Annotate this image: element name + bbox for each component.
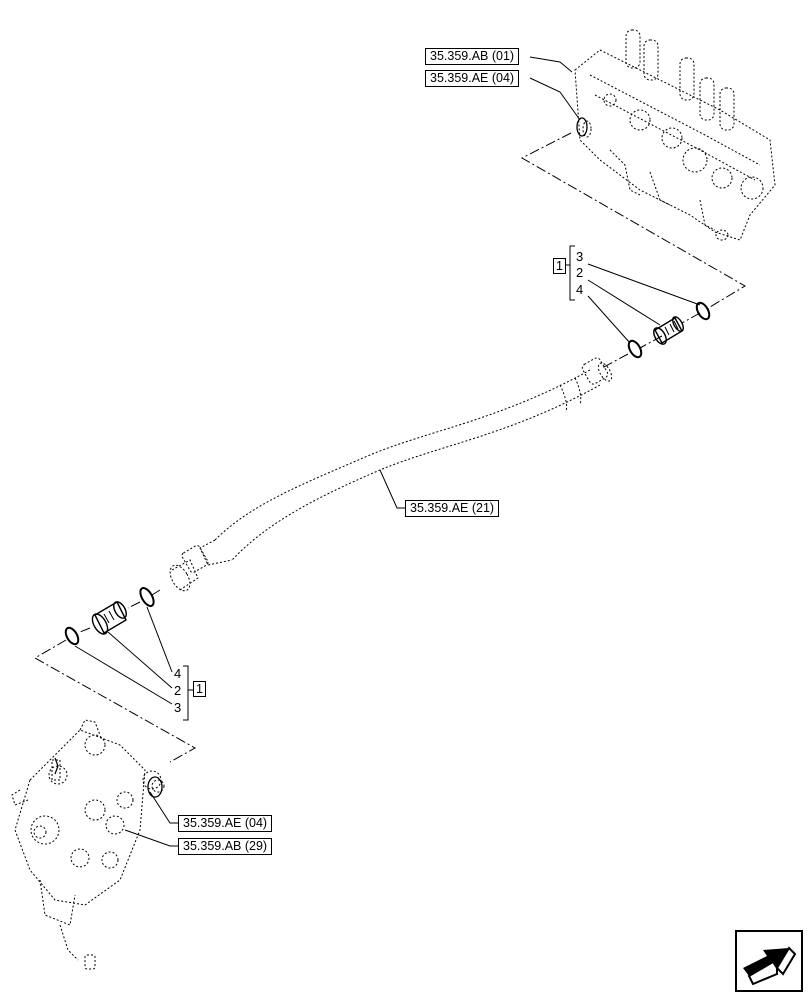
top-valve-ref-2[interactable]: 35.359.AE (04)	[425, 70, 520, 87]
top-oring-3	[695, 301, 711, 321]
top-item-4: 4	[576, 282, 584, 297]
leader-bottom-3	[74, 645, 173, 705]
bottom-control-valve	[11, 719, 165, 961]
leader-bottom-4	[146, 606, 173, 673]
bottom-item-3: 3	[174, 700, 182, 715]
bottom-group-box: 1	[193, 681, 206, 697]
bottom-item-2: 2	[174, 683, 182, 698]
top-item-2: 2	[576, 265, 584, 280]
top-adapter-2	[653, 316, 684, 345]
bottom-valve-port-fitting	[147, 776, 163, 798]
leader-top-3	[587, 263, 701, 306]
top-item-3: 3	[576, 249, 584, 264]
leader-top-valve-2	[529, 77, 581, 121]
leader-hose	[379, 469, 405, 509]
leader-bottom-valve-2	[124, 829, 178, 847]
bottom-valve-solenoid	[51, 757, 96, 970]
leader-top-2	[587, 279, 661, 326]
hydraulic-hose	[169, 357, 613, 592]
bottom-adapter-2	[91, 601, 127, 635]
leader-bottom-2	[107, 631, 173, 689]
bottom-valve-ref-2[interactable]: 35.359.AB (29)	[178, 838, 273, 855]
top-control-valve	[574, 29, 776, 241]
top-axis-line	[601, 312, 701, 369]
bottom-axis-line	[79, 589, 161, 633]
bottom-oring-3	[64, 626, 80, 646]
leader-top-valve-1	[529, 56, 573, 73]
leader-top-4	[587, 295, 631, 344]
bottom-valve-ref-1[interactable]: 35.359.AE (04)	[178, 815, 273, 832]
top-oring-4	[627, 339, 643, 359]
top-group-bracket	[566, 245, 575, 301]
next-page-arrow-icon	[743, 946, 797, 986]
bottom-oring-4	[139, 586, 155, 608]
top-valve-port-fitting	[576, 117, 592, 138]
hose-ref[interactable]: 35.359.AE (21)	[405, 500, 500, 517]
next-page-button[interactable]	[735, 930, 803, 992]
top-valve-ref-1[interactable]: 35.359.AB (01)	[425, 48, 520, 65]
top-group-box: 1	[553, 258, 566, 274]
bottom-alignment-line	[33, 639, 197, 763]
top-alignment-line	[520, 132, 746, 311]
bottom-group-bracket	[183, 665, 193, 721]
leader-bottom-valve-1	[149, 791, 178, 824]
bottom-item-4: 4	[174, 666, 182, 681]
